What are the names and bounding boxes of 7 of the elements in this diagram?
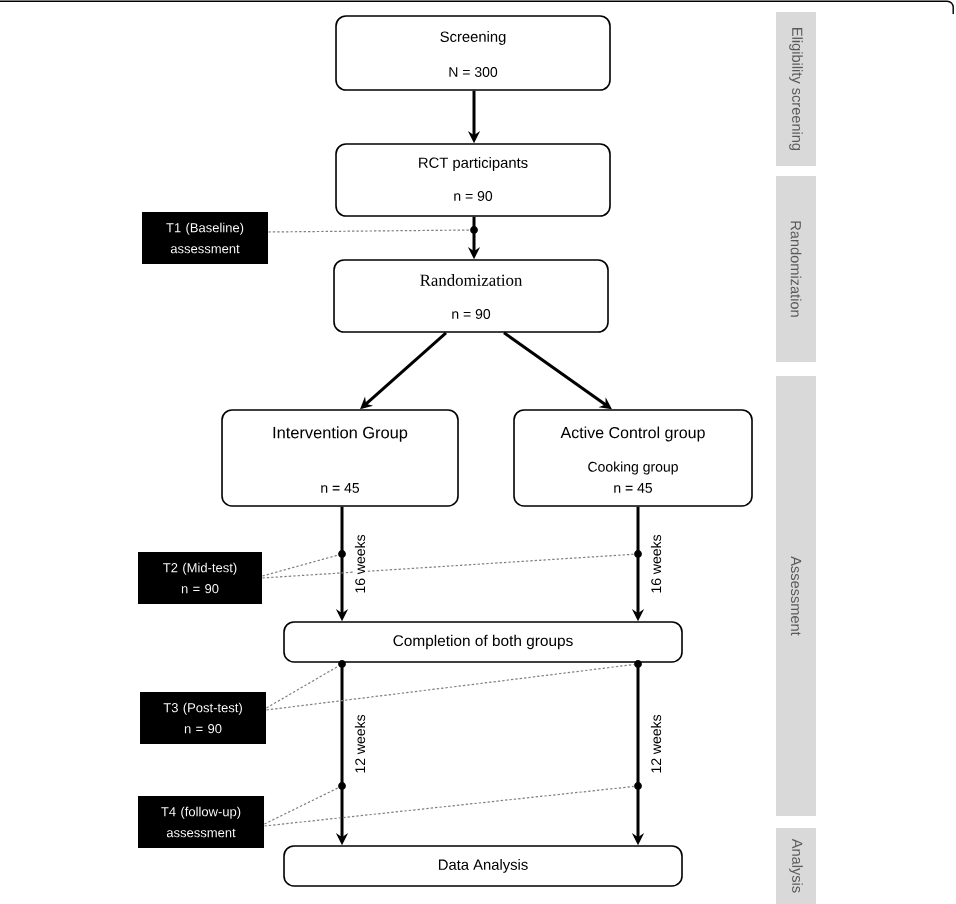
leader-line: [261, 553, 635, 579]
leader-line: [265, 665, 339, 709]
leader-line: [263, 787, 339, 825]
leader-line: [267, 229, 471, 233]
leader-line: [265, 663, 635, 711]
leader-line: [263, 785, 635, 827]
leader-line: [261, 554, 339, 577]
